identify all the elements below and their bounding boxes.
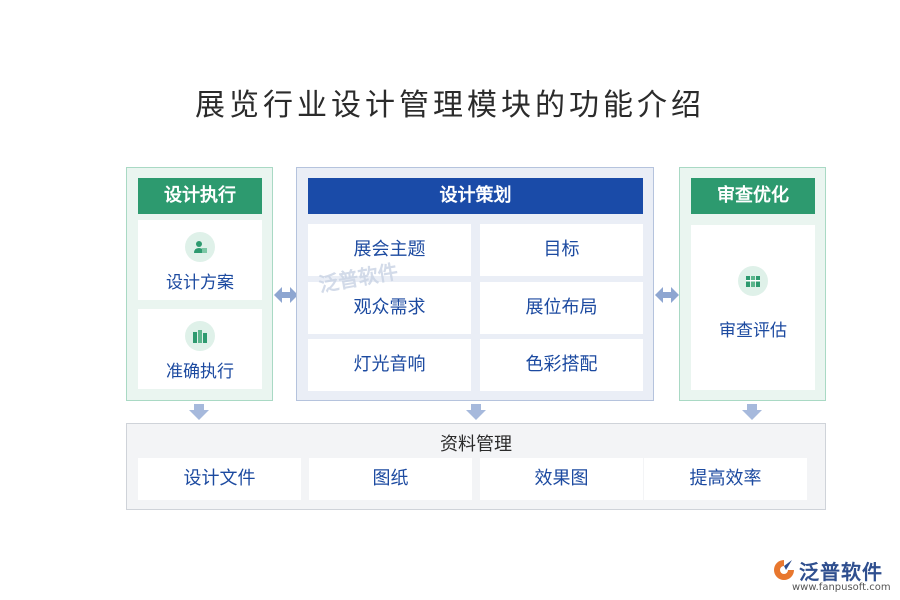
audience-needs-cell: 观众需求 xyxy=(308,282,471,334)
logo-mark-icon xyxy=(774,560,794,580)
logo-text: 泛普软件 xyxy=(799,560,883,584)
accurate-execution-label: 准确执行 xyxy=(166,362,234,382)
double-arrow-right-icon xyxy=(655,287,679,303)
design-plan-card: 设计方案 xyxy=(138,220,262,300)
review-optimization-panel: 审查优化 审查评估 xyxy=(679,167,826,401)
double-arrow-left-icon xyxy=(274,287,298,303)
user-document-icon xyxy=(185,232,215,262)
data-management-panel: 资料管理 设计文件 图纸 效果图 提高效率 xyxy=(126,423,826,510)
data-management-title: 资料管理 xyxy=(440,434,512,455)
review-optimization-header: 审查优化 xyxy=(691,178,815,214)
design-plan-label: 设计方案 xyxy=(166,273,234,293)
down-arrow-left-icon xyxy=(189,404,209,420)
page-title: 展览行业设计管理模块的功能介绍 xyxy=(195,88,705,123)
design-execution-header: 设计执行 xyxy=(138,178,262,214)
review-evaluation-card: 审查评估 xyxy=(691,225,815,390)
binders-icon xyxy=(738,266,768,296)
down-arrow-right-icon xyxy=(742,404,762,420)
improve-efficiency-cell: 提高效率 xyxy=(644,458,807,500)
renderings-cell: 效果图 xyxy=(480,458,643,500)
drawings-cell: 图纸 xyxy=(309,458,472,500)
logo-url: www.fanpusoft.com xyxy=(792,582,891,593)
design-planning-header: 设计策划 xyxy=(308,178,643,214)
review-evaluation-label: 审查评估 xyxy=(719,321,787,341)
design-execution-panel: 设计执行 设计方案 准确执行 xyxy=(126,167,273,401)
design-files-cell: 设计文件 xyxy=(138,458,301,500)
brand-logo: 泛普软件 www.fanpusoft.com xyxy=(772,556,892,596)
accurate-execution-card: 准确执行 xyxy=(138,309,262,389)
design-planning-panel: 设计策划 展会主题 目标 观众需求 展位布局 灯光音响 色彩搭配 xyxy=(296,167,654,401)
lighting-sound-cell: 灯光音响 xyxy=(308,339,471,391)
booth-layout-cell: 展位布局 xyxy=(480,282,643,334)
exhibition-theme-cell: 展会主题 xyxy=(308,224,471,276)
goal-cell: 目标 xyxy=(480,224,643,276)
down-arrow-center-icon xyxy=(466,404,486,420)
color-matching-cell: 色彩搭配 xyxy=(480,339,643,391)
bars-icon xyxy=(185,321,215,351)
